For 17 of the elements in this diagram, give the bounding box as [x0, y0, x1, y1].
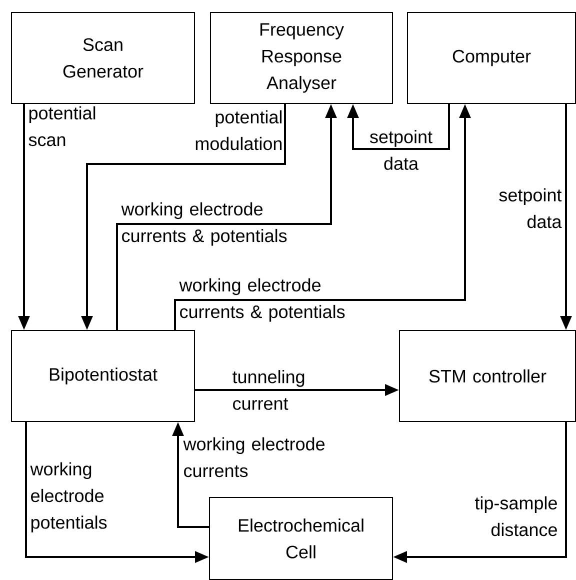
edge-label: potential modulation: [196, 110, 282, 150]
edge-label: working electrode potentials: [30, 462, 107, 532]
edge-label: setpoint data: [499, 188, 562, 228]
edge-label: working electrode currents & potentials: [121, 202, 287, 246]
edge-label: working electrode currents & potentials: [179, 278, 345, 322]
process-box: Bipotentiostat: [11, 330, 195, 422]
process-box: STM controller: [399, 330, 576, 422]
edge-label: tip-sample distance: [474, 496, 557, 536]
edge-label: setpoint data: [370, 130, 432, 170]
edge-label: tunneling current: [232, 370, 304, 410]
process-box: Scan Generator: [11, 12, 195, 104]
edge-label: working electrode currents: [183, 437, 325, 478]
arrow: [347, 104, 450, 150]
process-box: Frequency Response Analyser: [210, 12, 393, 104]
process-box: Electrochemical Cell: [209, 497, 393, 580]
process-box: Computer: [407, 12, 576, 104]
edge-label: potential scan: [28, 106, 96, 146]
